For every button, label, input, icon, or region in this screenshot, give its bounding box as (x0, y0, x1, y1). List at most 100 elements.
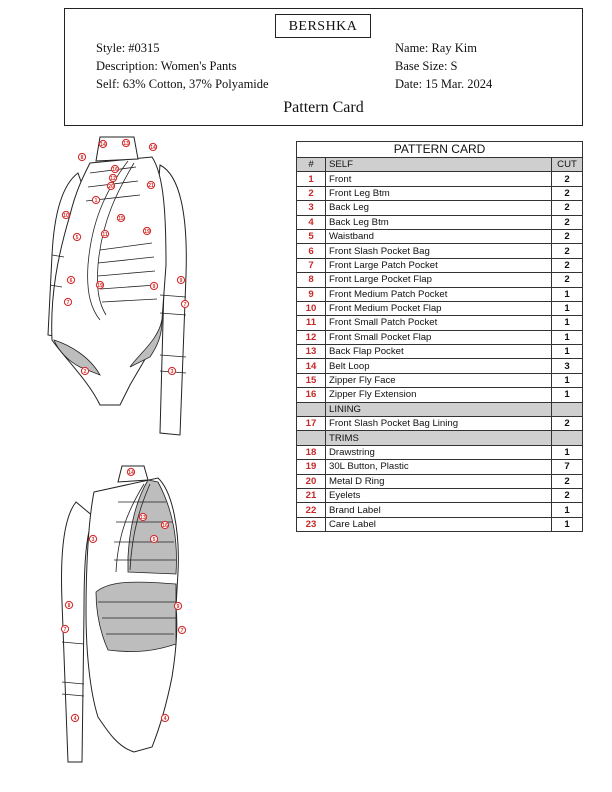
back-view-sketch: 14 3 13 16 5 9 8 7 7 4 4 (60, 465, 187, 763)
row-number: 15 (296, 372, 326, 389)
part-name: Front Large Pocket Flap (325, 272, 552, 288)
header-box: BERSHKA Style: #0315 Description: Women'… (64, 8, 583, 126)
front-markers: 14 13 14 8 16 12 20 21 1 15 10 5 11 19 6… (61, 138, 190, 376)
cut-quantity: 2 (551, 416, 583, 432)
part-name: Brand Label (325, 502, 552, 518)
svg-text:15: 15 (118, 216, 124, 222)
section-spacer (296, 430, 326, 446)
base-size-field: Base Size: S (395, 59, 458, 73)
front-view-sketch: 14 13 14 8 16 12 20 21 1 15 10 5 11 19 6… (47, 136, 190, 436)
svg-text:1: 1 (95, 198, 98, 204)
row-number: 18 (296, 444, 326, 461)
svg-text:13: 13 (123, 141, 129, 147)
self-fabric-field: Self: 63% Cotton, 37% Polyamide (96, 77, 269, 91)
marker: 14 (98, 139, 108, 149)
svg-text:9: 9 (153, 284, 156, 290)
marker: 16 (110, 164, 120, 174)
marker: 3 (88, 534, 98, 544)
svg-text:14: 14 (100, 142, 106, 148)
svg-text:3: 3 (171, 369, 174, 375)
marker: 9 (176, 275, 186, 285)
cut-quantity: 7 (551, 459, 583, 475)
marker: 5 (149, 534, 159, 544)
row-number: 20 (296, 473, 326, 489)
row-number: 1 (296, 171, 326, 187)
cut-quantity: 2 (551, 487, 583, 504)
svg-text:9: 9 (180, 278, 183, 284)
section-label: LINING (325, 401, 552, 418)
marker: 15 (116, 213, 126, 223)
marker: 2 (80, 366, 90, 376)
cut-quantity: 1 (551, 444, 583, 461)
svg-text:7: 7 (184, 302, 187, 308)
lining-section-header: LINING (296, 401, 583, 418)
marker: 13 (121, 138, 131, 148)
cut-quantity: 2 (551, 473, 583, 489)
cut-quantity: 2 (551, 243, 583, 259)
part-name: Zipper Fly Extension (325, 387, 552, 403)
cut-quantity: 2 (551, 257, 583, 274)
marker: 20 (106, 181, 116, 191)
part-name: Front Slash Pocket Bag Lining (325, 416, 552, 432)
part-name: Front Slash Pocket Bag (325, 243, 552, 259)
part-name: Front Medium Patch Pocket (325, 286, 552, 302)
cut-quantity: 1 (551, 502, 583, 518)
row-number: 6 (296, 243, 326, 259)
marker: 10 (61, 210, 71, 220)
marker: 7 (180, 299, 190, 309)
marker: 3 (167, 366, 177, 376)
marker: 1 (91, 195, 101, 205)
section-spacer (296, 401, 326, 418)
row-number: 21 (296, 487, 326, 504)
svg-text:10: 10 (63, 213, 69, 219)
column-header-cut: CUT (551, 156, 583, 173)
style-field: Style: #0315 (96, 41, 160, 55)
svg-text:9: 9 (177, 604, 180, 610)
column-header-number: # (296, 156, 326, 173)
svg-text:19: 19 (97, 283, 103, 289)
svg-text:8: 8 (68, 603, 71, 609)
marker: 14 (126, 467, 136, 477)
svg-text:3: 3 (92, 537, 95, 543)
description-field: Description: Women's Pants (96, 59, 237, 73)
part-name: Front (325, 171, 552, 187)
marker: 14 (148, 142, 158, 152)
svg-text:14: 14 (128, 470, 134, 476)
marker: 6 (66, 275, 76, 285)
table-title-row: PATTERN CARD (296, 141, 583, 158)
page-title: Pattern Card (283, 99, 364, 116)
part-name: Back Leg Btm (325, 214, 552, 230)
trims-section-header: TRIMS (296, 430, 583, 446)
cut-quantity: 1 (551, 372, 583, 389)
marker: 12 (108, 173, 118, 183)
marker: 9 (173, 601, 183, 611)
svg-text:11: 11 (102, 232, 108, 238)
table-title: PATTERN CARD (296, 141, 583, 158)
cut-quantity: 2 (551, 272, 583, 288)
svg-text:4: 4 (74, 716, 77, 722)
marker: 7 (177, 625, 187, 635)
part-name: Waistband (325, 228, 552, 245)
svg-text:16: 16 (162, 523, 168, 529)
marker: 21 (146, 180, 156, 190)
cut-quantity: 1 (551, 387, 583, 403)
column-header-self: SELF (325, 156, 552, 173)
cut-quantity: 2 (551, 214, 583, 230)
part-name: 30L Button, Plastic (325, 459, 552, 475)
marker: 5 (72, 232, 82, 242)
part-name: Front Medium Pocket Flap (325, 300, 552, 317)
